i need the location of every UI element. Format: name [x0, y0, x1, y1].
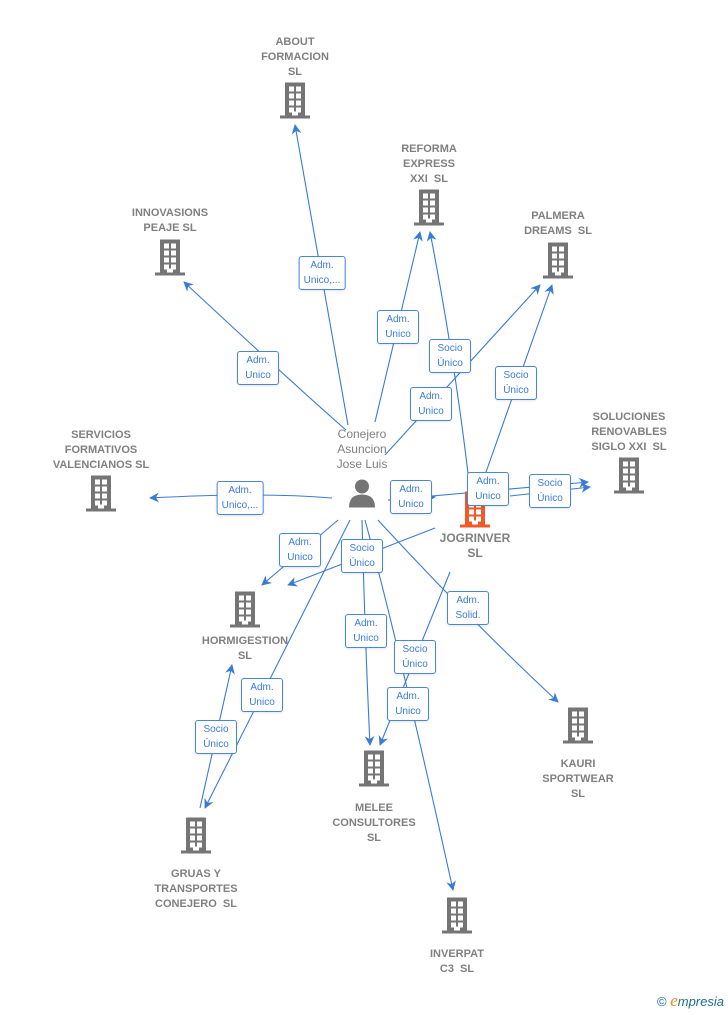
edge-label[interactable]: Adm. Unico,...: [298, 256, 346, 290]
company-label-reforma[interactable]: REFORMA EXPRESS XXI SL: [401, 143, 457, 185]
edge-label[interactable]: Socio Único: [495, 366, 537, 400]
company-node-palmera[interactable]: [542, 242, 574, 284]
edge-label[interactable]: Socio Único: [429, 339, 471, 373]
company-label-kauri[interactable]: KAURI SPORTWEAR SL: [542, 758, 614, 800]
person-icon: [349, 479, 375, 508]
company-node-gruas[interactable]: [180, 817, 212, 859]
company-node-about[interactable]: [279, 82, 311, 124]
copyright-symbol: ©: [656, 994, 667, 1009]
edge-label[interactable]: Adm. Unico: [390, 480, 432, 514]
company-node-soluciones[interactable]: [613, 457, 645, 499]
company-node-kauri[interactable]: [562, 707, 594, 749]
edge-label[interactable]: Adm. Unico: [279, 533, 321, 567]
edge-label[interactable]: Socio Único: [195, 720, 237, 754]
edge-person-innovasions: [183, 281, 347, 431]
company-label-palmera[interactable]: PALMERA DREAMS SL: [524, 210, 592, 237]
company-node-reforma[interactable]: [413, 189, 445, 231]
empresia-logo: © empresia: [656, 991, 724, 1010]
company-label-servicios[interactable]: SERVICIOS FORMATIVOS VALENCIANOS SL: [52, 429, 150, 471]
company-node-hormigestion[interactable]: [229, 591, 261, 633]
building-icon: [359, 750, 389, 787]
company-label-hormigestion[interactable]: HORMIGESTION SL: [201, 635, 289, 662]
building-icon: [280, 82, 310, 119]
company-node-servicios[interactable]: [85, 475, 117, 517]
building-icon: [414, 189, 444, 226]
building-icon: [563, 707, 593, 744]
edge-label[interactable]: Socio Único: [394, 640, 436, 674]
edge-label[interactable]: Adm. Unico: [410, 387, 452, 421]
edge-label[interactable]: Adm. Unico: [345, 614, 387, 648]
building-icon: [86, 475, 116, 512]
edge-label[interactable]: Adm. Unico: [387, 687, 429, 721]
company-node-innovasions[interactable]: [154, 239, 186, 281]
edge-label[interactable]: Socio Único: [529, 474, 571, 508]
edge-label[interactable]: Adm. Unico,...: [216, 481, 264, 515]
edge-person-gruas: [204, 519, 351, 809]
person-name[interactable]: Conejero Asuncion Jose Luis: [336, 427, 388, 471]
company-node-inverpat[interactable]: [441, 897, 473, 939]
company-node-melee[interactable]: [358, 750, 390, 792]
person-node[interactable]: [347, 478, 377, 513]
company-label-soluciones[interactable]: SOLUCIONES RENOVABLES SIGLO XXI SL: [591, 411, 667, 453]
company-label-melee[interactable]: MELEE CONSULTORES SL: [332, 802, 416, 844]
edge-label[interactable]: Adm. Unico: [241, 678, 283, 712]
company-label-about[interactable]: ABOUT FORMACION SL: [261, 36, 329, 78]
company-label-gruas[interactable]: GRUAS Y TRANSPORTES CONEJERO SL: [154, 868, 238, 910]
building-icon: [230, 591, 260, 628]
company-label-innovasions[interactable]: INNOVASIONS PEAJE SL: [131, 207, 209, 234]
edge-label[interactable]: Adm. Unico: [377, 310, 419, 344]
building-icon: [442, 897, 472, 934]
building-icon: [181, 817, 211, 854]
edge-label[interactable]: Adm. Unico: [237, 351, 279, 385]
edge-label[interactable]: Adm. Solid.: [447, 591, 489, 625]
building-icon: [614, 457, 644, 494]
company-label-jogrinver[interactable]: JOGRINVER SL: [439, 531, 511, 560]
edge-label[interactable]: Adm. Unico: [467, 472, 509, 506]
company-label-inverpat[interactable]: INVERPAT C3 SL: [430, 948, 484, 975]
building-icon: [543, 242, 573, 279]
edge-label[interactable]: Socio Único: [341, 539, 383, 573]
building-icon: [155, 239, 185, 276]
